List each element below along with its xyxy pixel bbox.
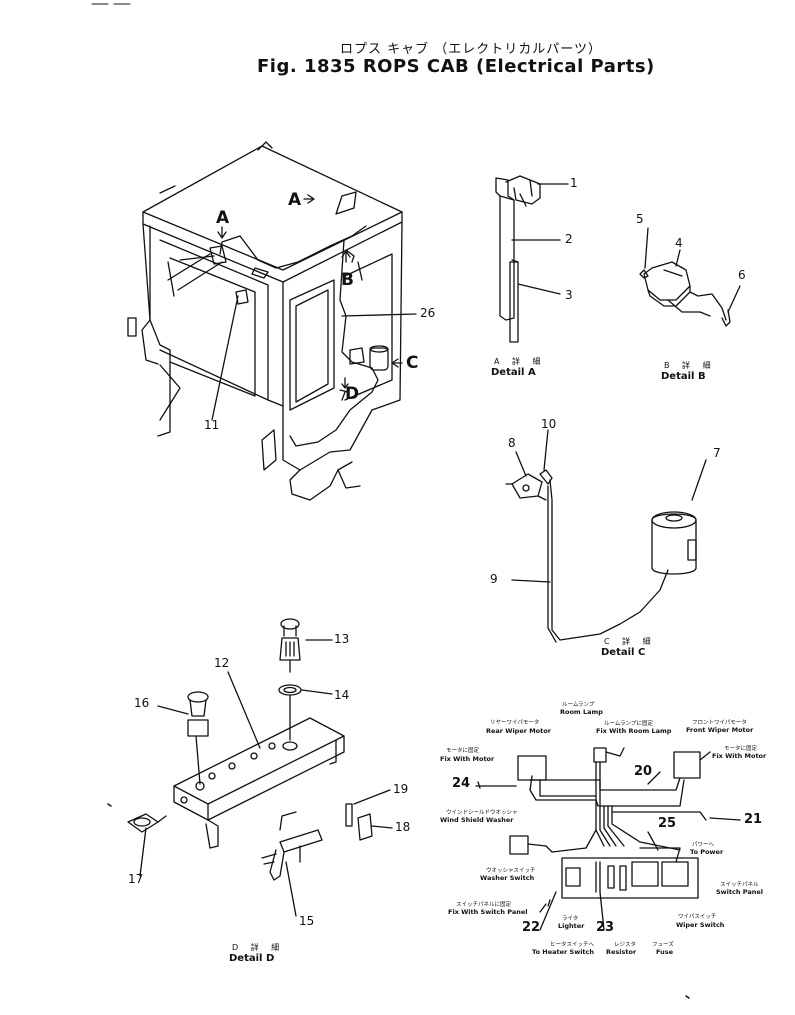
callout-2: 2: [565, 232, 573, 246]
wiper-switch-label-en: Wiper Switch: [676, 921, 725, 929]
callout-16: 16: [134, 696, 150, 710]
washer-label-jp: ウインドシールドウオッシャ: [446, 810, 518, 816]
marker-a-roof: A: [216, 208, 230, 228]
fix-motor-right-label-jp: モータに固定: [724, 746, 758, 752]
fix-motor-right-label-en: Fix With Motor: [712, 752, 767, 760]
room-lamp-label-en: Room Lamp: [560, 708, 603, 716]
callout-1: 1: [570, 176, 578, 190]
fix-switch-panel-label-en: Fix With Switch Panel: [448, 908, 528, 916]
wiring-drawing: [475, 747, 741, 931]
fuse-label-jp: フューズ: [652, 942, 674, 948]
callout-20: 20: [634, 764, 653, 779]
callout-19: 19: [393, 782, 409, 796]
callout-24: 24: [452, 776, 471, 791]
title-english: Fig. 1835 ROPS CAB (Electrical Parts): [257, 56, 655, 77]
callout-10: 10: [541, 417, 557, 431]
fix-room-lamp-label-jp: ルームランプに固定: [604, 721, 653, 727]
detail-a-label-jp: A 詳 細: [494, 357, 546, 366]
detail-a-drawing: [495, 175, 569, 343]
cab-overview: [127, 141, 417, 501]
detail-c-label-jp: C 詳 細: [604, 637, 656, 646]
marker-d: D: [345, 384, 360, 404]
lighter-label-jp: ライタ: [562, 916, 579, 922]
callout-8: 8: [508, 436, 516, 450]
callout-23: 23: [596, 920, 615, 935]
rear-wiper-label-en: Rear Wiper Motor: [486, 727, 551, 735]
callout-17: 17: [128, 872, 144, 886]
callout-9: 9: [490, 572, 498, 586]
detail-d-drawing: [127, 618, 393, 917]
callout-26: 26: [420, 306, 436, 320]
detail-c-drawing: [505, 429, 707, 643]
lighter-label-en: Lighter: [558, 922, 585, 930]
switch-panel-label-en: Switch Panel: [716, 888, 764, 896]
resistor-label-jp: レジスタ: [614, 942, 637, 948]
callout-3: 3: [565, 288, 573, 302]
to-power-label-en: To Power: [690, 848, 724, 856]
callout-7: 7: [713, 446, 721, 460]
fix-switch-panel-label-jp: スイッチパネルに固定: [456, 902, 512, 908]
fix-motor-left-label-jp: モータに固定: [446, 748, 480, 754]
front-wiper-label-en: Front Wiper Motor: [686, 726, 754, 734]
title-japanese: ロプス キャブ （エレクトリカルパーツ）: [340, 42, 603, 57]
callout-4: 4: [675, 236, 683, 250]
detail-a-label-en: Detail A: [491, 367, 536, 378]
marker-b: B: [341, 270, 354, 290]
callout-5: 5: [636, 212, 644, 226]
callout-22: 22: [522, 920, 541, 935]
washer-switch-label-jp: ウオッシャスイッチ: [486, 868, 536, 874]
callout-25: 25: [658, 816, 677, 831]
callout-11: 11: [204, 418, 220, 432]
callout-6: 6: [738, 268, 746, 282]
room-lamp-label-jp: ルームランプ: [562, 702, 595, 708]
resistor-label-en: Resistor: [606, 948, 637, 956]
callout-15: 15: [299, 914, 315, 928]
washer-switch-label-en: Washer Switch: [480, 874, 535, 882]
detail-d-label-jp: D 詳 細: [232, 943, 285, 952]
detail-b-drawing: [639, 227, 741, 327]
fuse-label-en: Fuse: [656, 948, 674, 956]
marker-c: C: [406, 353, 419, 373]
washer-label-en: Wind Shield Washer: [440, 816, 514, 824]
front-wiper-label-jp: フロントワイパモータ: [692, 720, 747, 726]
rear-wiper-label-jp: リヤーワイパモータ: [490, 720, 540, 726]
detail-b-label-jp: B 詳 細: [664, 361, 716, 370]
heater-switch-label-jp: ヒータスイッチへ: [550, 942, 595, 948]
switch-panel-label-jp: スイッチパネル: [720, 882, 759, 888]
fix-motor-left-label-en: Fix With Motor: [440, 755, 495, 763]
callout-12: 12: [214, 656, 230, 670]
wiper-switch-label-jp: ワイパスイッチ: [678, 914, 717, 920]
detail-c-label-en: Detail C: [601, 647, 646, 658]
detail-d-label-en: Detail D: [229, 953, 275, 964]
callout-13: 13: [334, 632, 350, 646]
heater-switch-label-en: To Heater Switch: [532, 948, 595, 956]
to-power-label-jp: パワーへ: [692, 842, 715, 848]
callout-14: 14: [334, 688, 350, 702]
callout-18: 18: [395, 820, 411, 834]
detail-b-label-en: Detail B: [661, 371, 706, 382]
callout-21: 21: [744, 812, 763, 827]
marker-a-arrow: A: [288, 190, 302, 210]
fix-room-lamp-label-en: Fix With Room Lamp: [596, 727, 672, 735]
